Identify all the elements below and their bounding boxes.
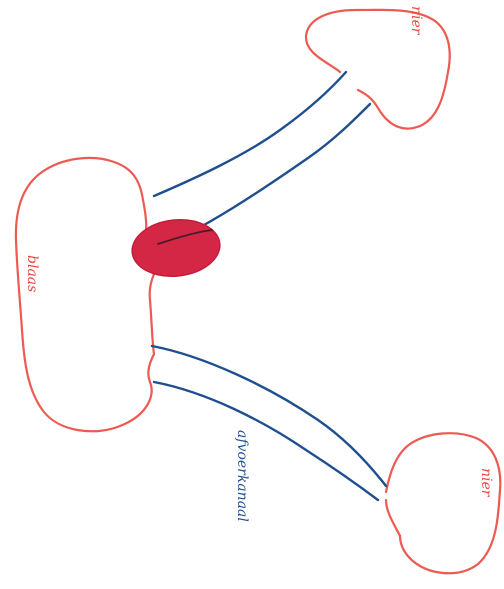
bladder-label: blaas xyxy=(24,255,40,292)
bladder-outline-upper-segment xyxy=(143,200,146,232)
kidney-bottom-outline xyxy=(386,433,500,573)
bladder-outline xyxy=(16,158,160,431)
kidney-bottom-label: nier xyxy=(478,468,494,498)
upper-ureter-line-outer xyxy=(154,72,346,196)
kidney-bottom-outline-left xyxy=(386,500,400,536)
lower-ureter-line-upper xyxy=(152,346,386,486)
red-blob xyxy=(129,216,222,281)
kidney-top-label: nier xyxy=(408,6,424,36)
ureter-label: afvoerkanaal xyxy=(234,430,250,522)
kidney-top-outline xyxy=(306,10,450,129)
